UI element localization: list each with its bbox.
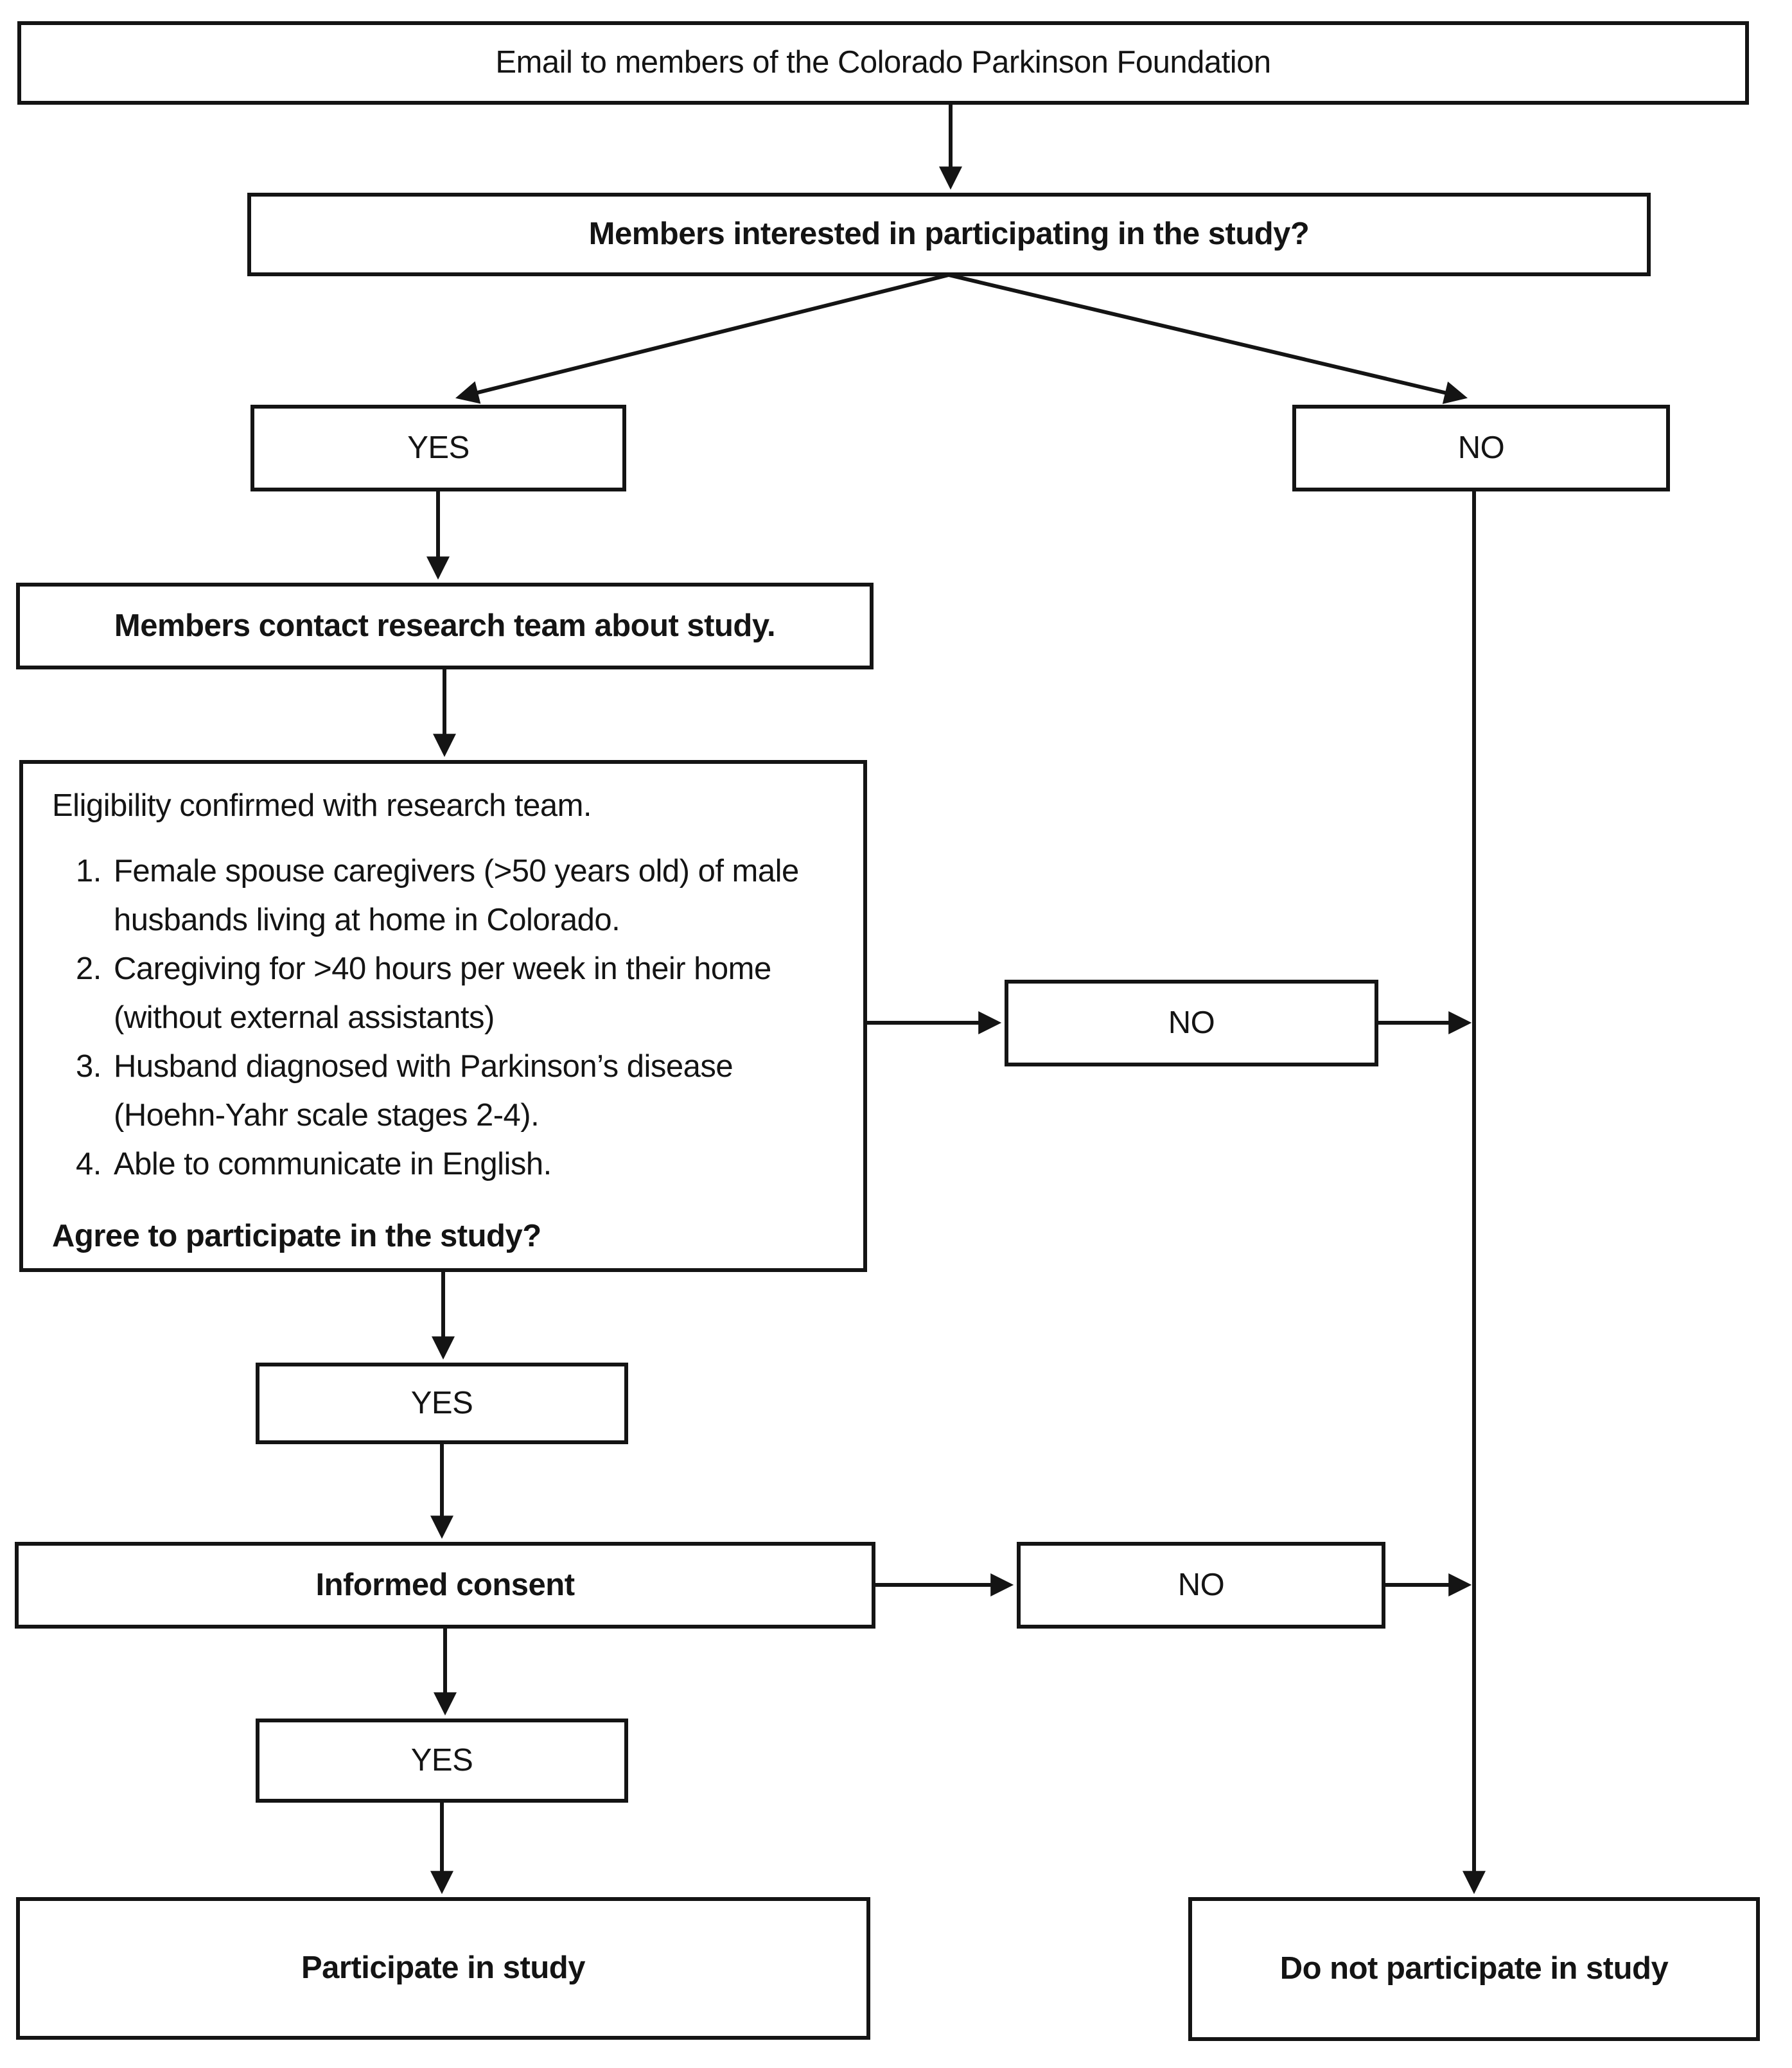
node-informed-consent-label: Informed consent xyxy=(315,1567,575,1602)
arrow-question-to-no xyxy=(948,273,1468,404)
eligibility-criteria-list: Female spouse caregivers (>50 years old)… xyxy=(52,847,841,1189)
node-eligibility-yes: YES xyxy=(256,1363,628,1444)
eligibility-question: Agree to participate in the study? xyxy=(52,1218,541,1253)
node-consent-yes-label: YES xyxy=(410,1742,473,1778)
arrow-question-to-yes xyxy=(455,273,949,404)
node-participate-label: Participate in study xyxy=(301,1950,586,1986)
node-interest-yes: YES xyxy=(250,405,626,491)
node-interest-no-label: NO xyxy=(1457,430,1505,465)
node-consent-no: NO xyxy=(1017,1542,1385,1629)
node-interest-no: NO xyxy=(1292,405,1670,491)
node-informed-consent: Informed consent xyxy=(15,1542,875,1629)
node-do-not-participate: Do not participate in study xyxy=(1188,1897,1760,2041)
eligibility-criterion: Caregiving for >40 hours per week in the… xyxy=(110,945,841,1043)
node-contact-research-team-label: Members contact research team about stud… xyxy=(114,608,776,643)
node-consent-no-label: NO xyxy=(1177,1567,1225,1602)
node-interest-question: Members interested in participating in t… xyxy=(247,193,1651,276)
node-email-title-label: Email to members of the Colorado Parkins… xyxy=(495,45,1271,80)
eligibility-criterion: Husband diagnosed with Parkinson’s disea… xyxy=(110,1043,841,1140)
node-interest-yes-label: YES xyxy=(407,430,470,465)
node-email-title: Email to members of the Colorado Parkins… xyxy=(17,21,1749,105)
node-eligibility: Eligibility confirmed with research team… xyxy=(19,760,867,1272)
node-interest-question-label: Members interested in participating in t… xyxy=(588,217,1310,252)
node-consent-yes: YES xyxy=(256,1719,628,1803)
eligibility-criterion: Able to communicate in English. xyxy=(110,1140,841,1189)
node-do-not-participate-label: Do not participate in study xyxy=(1279,1951,1669,1986)
node-eligibility-yes-label: YES xyxy=(410,1385,473,1420)
eligibility-intro: Eligibility confirmed with research team… xyxy=(52,788,592,823)
node-eligibility-no-label: NO xyxy=(1168,1005,1215,1040)
eligibility-criterion: Female spouse caregivers (>50 years old)… xyxy=(110,847,841,945)
node-eligibility-no: NO xyxy=(1005,980,1378,1066)
node-contact-research-team: Members contact research team about stud… xyxy=(16,583,874,669)
node-participate: Participate in study xyxy=(16,1897,870,2040)
